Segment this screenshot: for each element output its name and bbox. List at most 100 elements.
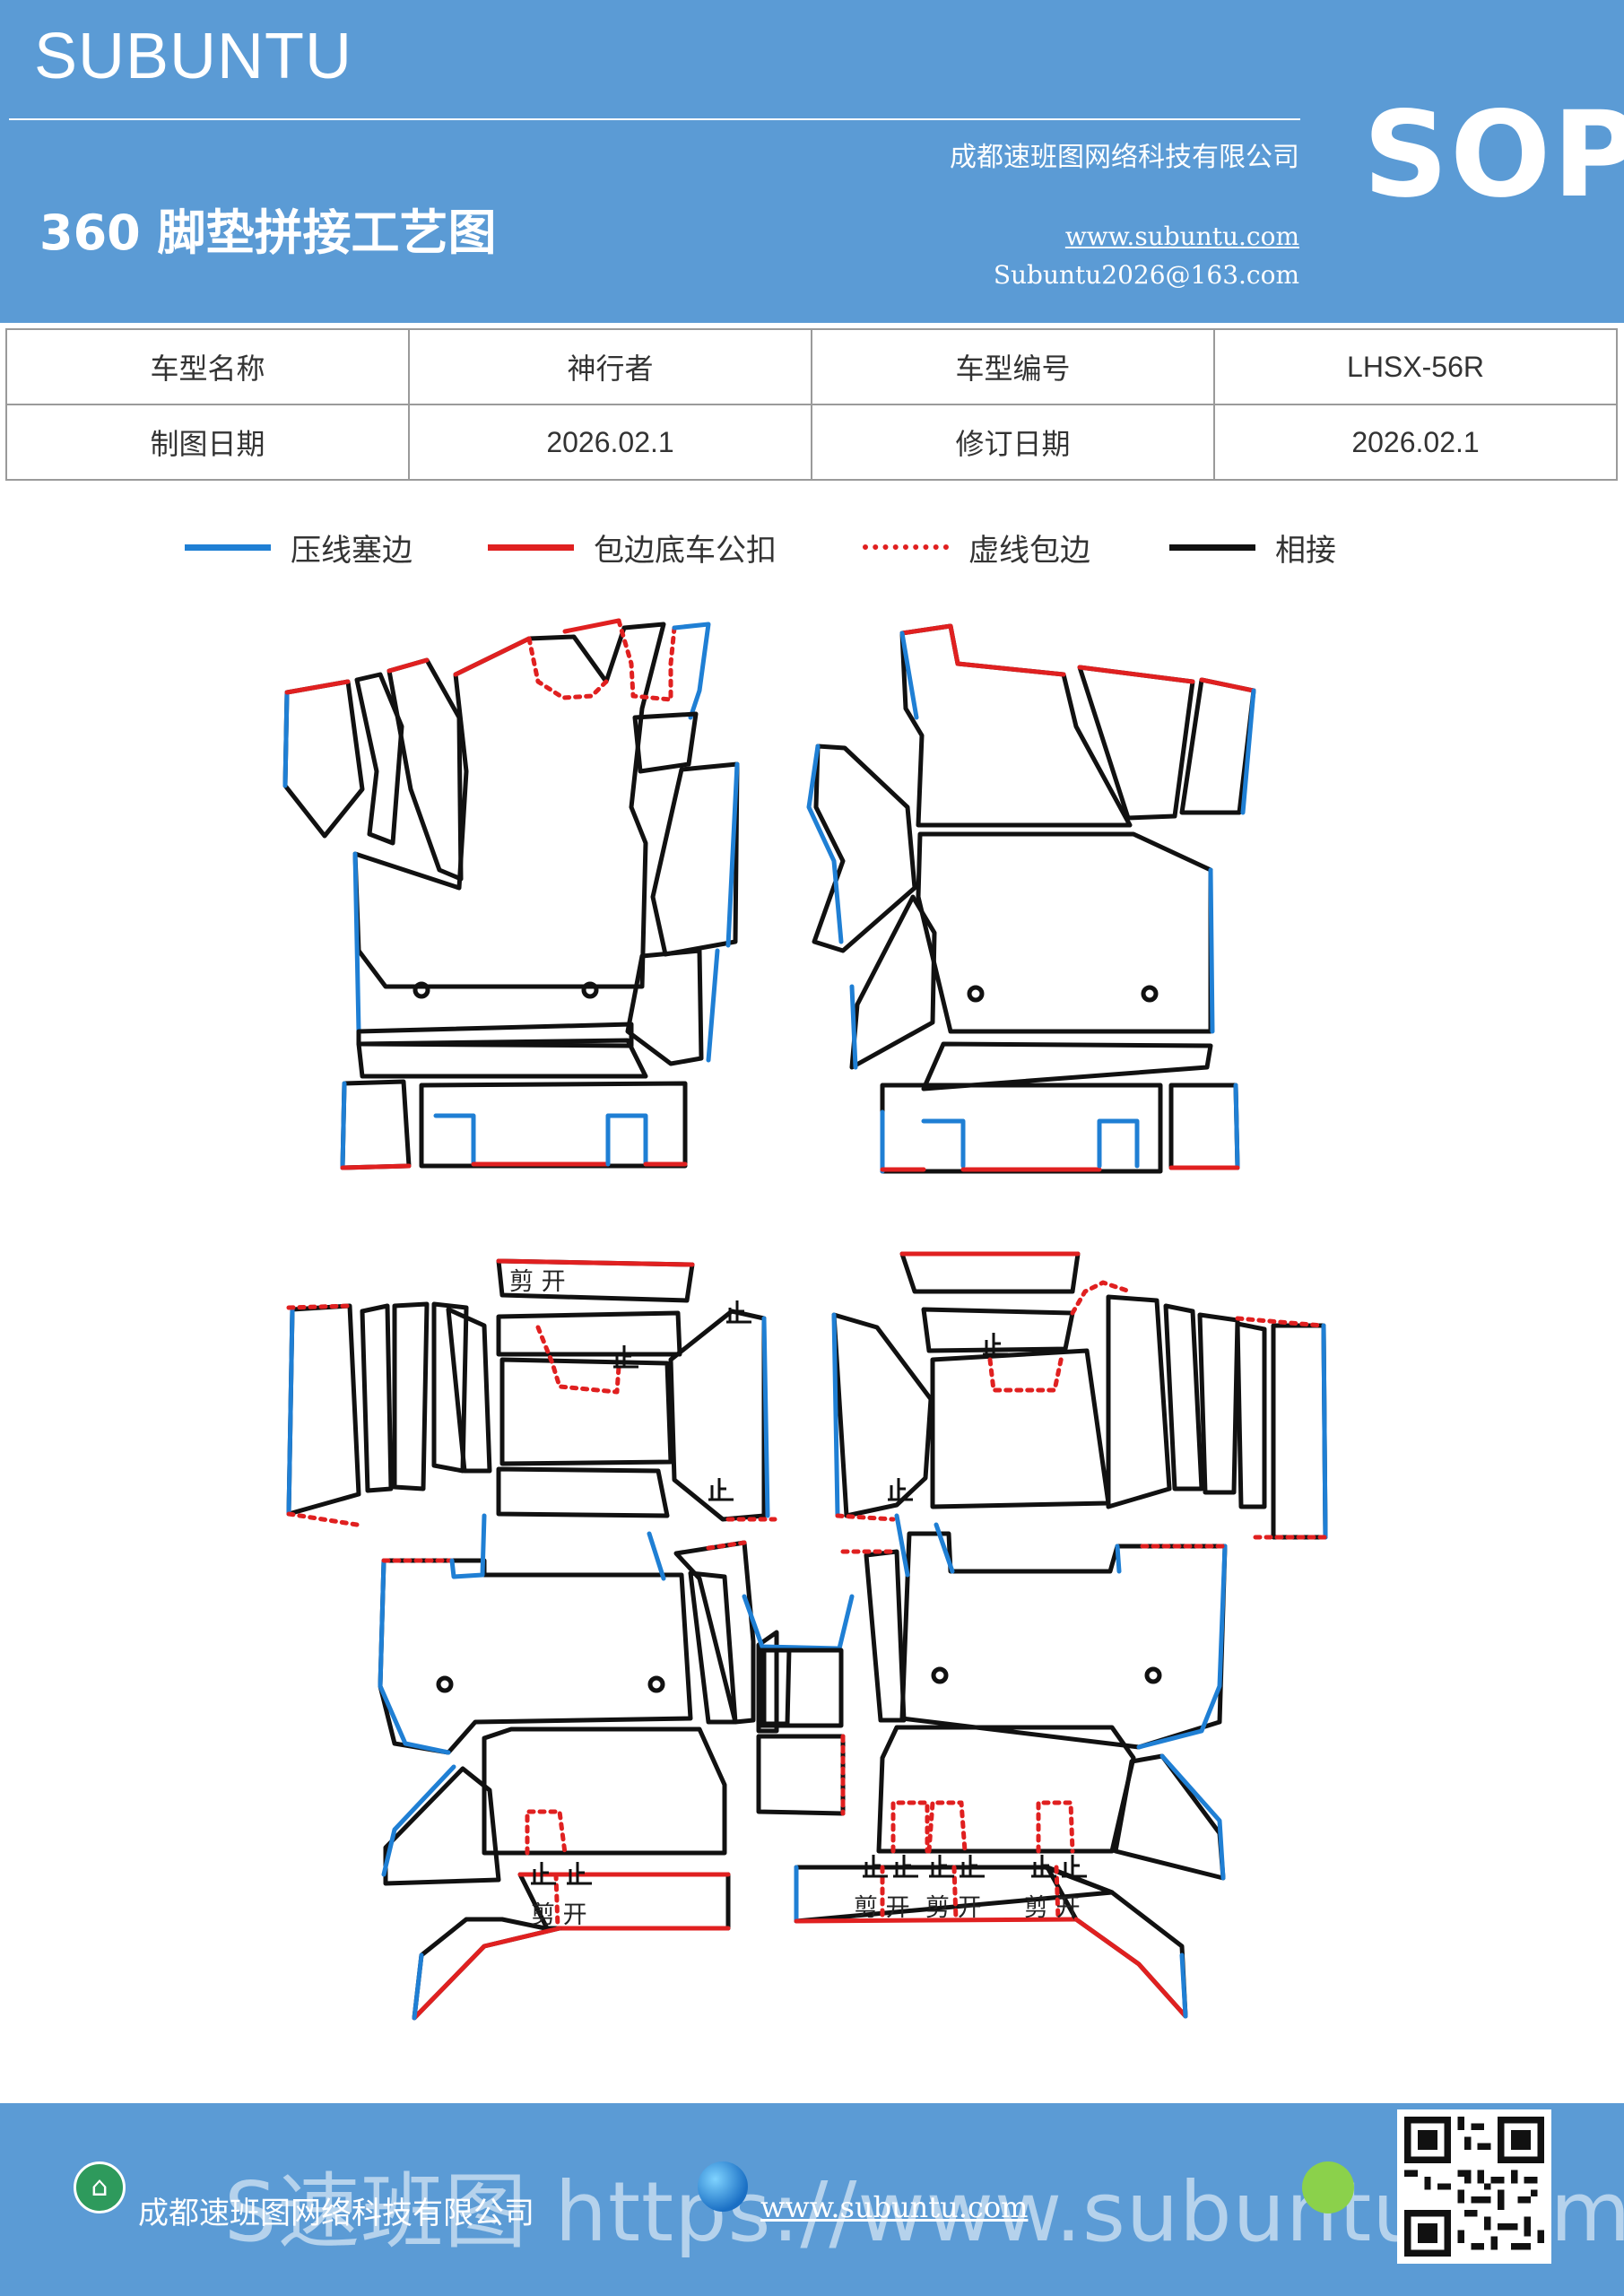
mat-edge-red-dotted	[553, 1872, 560, 1931]
mat-edge-blue	[605, 1113, 648, 1167]
mat-edge-red-dotted	[616, 618, 677, 702]
mat-edge-blue	[1233, 1083, 1240, 1170]
mat-edge-blue	[412, 1952, 424, 2021]
mat-edge-blue	[449, 1513, 666, 1581]
revision-date-label: 修订日期	[811, 404, 1215, 481]
footer-website-link[interactable]: www.subuntu.com	[760, 2190, 1029, 2224]
legend-swatch-blue	[185, 544, 271, 551]
footer-company-name: 成都速班图网络科技有限公司	[138, 2196, 534, 2231]
upper-right-mat-set	[806, 623, 1256, 1174]
stop-mark-icon	[960, 1855, 985, 1878]
mat-piece	[1197, 1312, 1240, 1495]
stop-mark-icon	[983, 1333, 1008, 1356]
cut-label: 剪 开	[531, 1901, 587, 1929]
mat-piece	[812, 744, 917, 953]
stop-mark-icon	[708, 1478, 734, 1501]
mat-edge-red	[1073, 1917, 1188, 2019]
mat-edge-blue	[282, 690, 290, 788]
mat-edge-red	[1077, 665, 1195, 684]
legend-label: 包边底车公扣	[594, 532, 777, 569]
mat-edge-blue	[378, 1558, 451, 1755]
mat-edge-blue	[1097, 1118, 1140, 1169]
stop-mark-icon	[613, 1345, 638, 1369]
mat-piece	[286, 1303, 361, 1517]
mat-piece	[383, 1766, 501, 1886]
qr-code	[1397, 2109, 1551, 2264]
mat-piece	[930, 1348, 1111, 1509]
cut-label: 剪 开	[854, 1894, 910, 1922]
mat-edge-red-dotted	[1070, 1280, 1133, 1316]
mat-piece	[1271, 1323, 1328, 1540]
document-title: 360 脚垫拼接工艺图	[39, 204, 497, 261]
legend-label: 虚线包边	[968, 532, 1090, 569]
draw-date-label: 制图日期	[5, 404, 410, 481]
mat-edge-blue	[921, 1118, 966, 1169]
mat-edge-blue	[761, 1316, 770, 1518]
mat-piece	[1168, 1083, 1240, 1170]
mat-piece	[356, 1038, 648, 1079]
mat-piece	[831, 1312, 934, 1518]
mat-piece	[496, 1310, 682, 1357]
stop-marks	[531, 1300, 1087, 1885]
mat-piece	[650, 761, 740, 957]
stop-mark-icon	[567, 1862, 592, 1885]
mat-piece	[899, 1251, 1081, 1294]
mat-piece	[1163, 1303, 1204, 1492]
table-row: 车型名称 神行者 车型编号 LHSX-56R	[5, 328, 1618, 405]
mat-edge-red-dotted	[525, 1809, 568, 1856]
mat-piece	[864, 1549, 907, 1723]
mat-edge-red	[284, 679, 351, 695]
mat-hole	[581, 981, 599, 999]
mat-hole	[1144, 1666, 1162, 1684]
mat-edge-blue	[849, 984, 858, 1070]
model-code-value: LHSX-56R	[1213, 328, 1618, 405]
mat-piece	[352, 622, 666, 989]
mat-edge-blue	[899, 631, 919, 720]
mat-piece	[360, 1303, 394, 1493]
floor-mat-diagram: 剪 开 剪 开 剪 开 剪 开 剪 开	[282, 618, 1328, 2021]
mat-piece	[849, 894, 937, 1070]
cut-label: 剪 开	[925, 1894, 982, 1922]
legend-label: 相接	[1275, 532, 1336, 569]
mat-edge-red	[453, 636, 532, 677]
sop-badge: SOP	[1363, 86, 1624, 224]
vehicle-info-table: 车型名称 神行者 车型编号 LHSX-56R 制图日期 2026.02.1 修订…	[5, 328, 1618, 481]
mat-edge-red	[386, 657, 430, 674]
brand-name: SUBUNTU	[34, 21, 353, 92]
mat-hole	[967, 985, 985, 1003]
stop-mark-icon	[1062, 1855, 1087, 1878]
upper-left-mat-set	[282, 618, 740, 1170]
mat-piece	[758, 1648, 844, 1728]
website-link[interactable]: www.subuntu.com	[1064, 222, 1299, 251]
mat-edge-red-dotted	[890, 1800, 1075, 1854]
qr-code-icon	[1404, 2117, 1544, 2257]
mat-edge-blue	[286, 1307, 295, 1517]
legend-swatch-black	[1169, 544, 1255, 551]
mat-edge-blue	[1136, 1544, 1228, 1750]
footer-banner	[0, 2103, 1624, 2296]
building-icon: ⌂	[74, 2161, 126, 2213]
mat-edge-red-dotted	[987, 1353, 1064, 1393]
mat-piece	[1235, 1321, 1267, 1509]
mat-edge-blue	[1179, 1952, 1188, 2019]
mat-edge-blue	[894, 1513, 1122, 1578]
mat-edge-red-dotted	[535, 1325, 621, 1395]
stop-mark-icon	[929, 1855, 954, 1878]
company-name: 成都速班图网络科技有限公司	[950, 142, 1299, 173]
mat-hole	[931, 1666, 949, 1684]
mat-edge-red-dotted	[835, 1513, 896, 1522]
model-name-label: 车型名称	[5, 328, 410, 405]
mat-hole	[647, 1675, 665, 1693]
legend-item-join: 相接	[1169, 525, 1336, 570]
draw-date-value: 2026.02.1	[408, 404, 812, 481]
mat-piece	[1077, 665, 1195, 821]
mat-edge-blue	[1208, 867, 1215, 1034]
stop-mark-icon	[531, 1862, 556, 1885]
mat-piece	[340, 1079, 412, 1170]
stop-mark-icon	[893, 1855, 918, 1878]
mat-edge-red	[899, 623, 1066, 677]
model-name-value: 神行者	[408, 328, 812, 405]
cut-label: 剪 开	[509, 1268, 566, 1296]
mat-piece	[880, 1083, 1163, 1174]
mat-edge-blue	[831, 1312, 840, 1518]
